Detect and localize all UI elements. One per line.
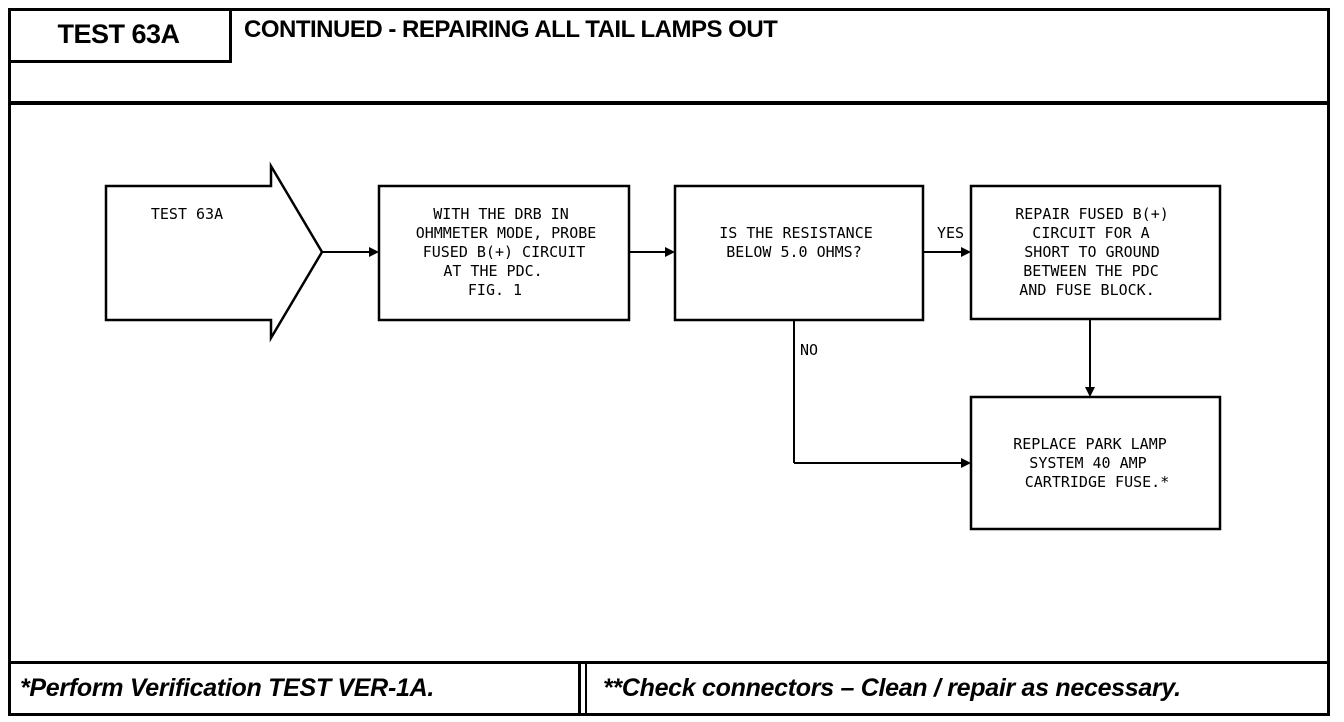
connector-note: **Check connectors – Clean / repair as n…	[603, 674, 1181, 702]
arrowhead-step1	[369, 247, 379, 257]
repair-box	[969, 184, 1222, 321]
test-id-label: TEST 63A	[8, 8, 232, 63]
repair-line-4: BETWEEN THE PDC	[1023, 262, 1158, 280]
replace-line-3: CARTRIDGE FUSE.*	[1025, 473, 1170, 491]
replace-box	[969, 395, 1222, 531]
arrowhead-replace-top	[1085, 387, 1095, 397]
start-arrow-shape	[104, 161, 324, 343]
repair-line-5: AND FUSE BLOCK.	[1019, 281, 1154, 299]
arrowhead-repair	[961, 247, 971, 257]
footer-column-divider-inner	[585, 662, 587, 716]
decision-line-2: BELOW 5.0 OHMS?	[726, 243, 861, 261]
page-frame	[8, 8, 1330, 716]
decision-line-1: IS THE RESISTANCE	[719, 224, 873, 242]
start-label: TEST 63A	[151, 205, 223, 223]
footer-divider	[8, 661, 1330, 664]
repair-line-1: REPAIR FUSED B(+)	[1015, 205, 1169, 223]
step1-box	[377, 184, 631, 322]
no-label: NO	[800, 341, 818, 359]
repair-line-2: CIRCUIT FOR A	[1032, 224, 1149, 242]
page-title: CONTINUED - REPAIRING ALL TAIL LAMPS OUT	[244, 16, 778, 43]
step1-line-3: FUSED B(+) CIRCUIT	[423, 243, 586, 261]
step1-line-4: AT THE PDC.	[443, 262, 542, 280]
replace-line-1: REPLACE PARK LAMP	[1013, 435, 1167, 453]
arrowhead-decision	[665, 247, 675, 257]
header-divider	[8, 101, 1330, 105]
verification-note: *Perform Verification TEST VER-1A.	[20, 674, 434, 702]
arrowhead-replace-left	[961, 458, 971, 468]
step1-line-1: WITH THE DRB IN	[433, 205, 568, 223]
yes-label: YES	[937, 224, 964, 242]
step1-line-5: FIG. 1	[468, 281, 522, 299]
repair-line-3: SHORT TO GROUND	[1024, 243, 1159, 261]
step1-line-2: OHMMETER MODE, PROBE	[416, 224, 597, 242]
replace-line-2: SYSTEM 40 AMP	[1029, 454, 1146, 472]
footer-column-divider	[578, 662, 581, 716]
